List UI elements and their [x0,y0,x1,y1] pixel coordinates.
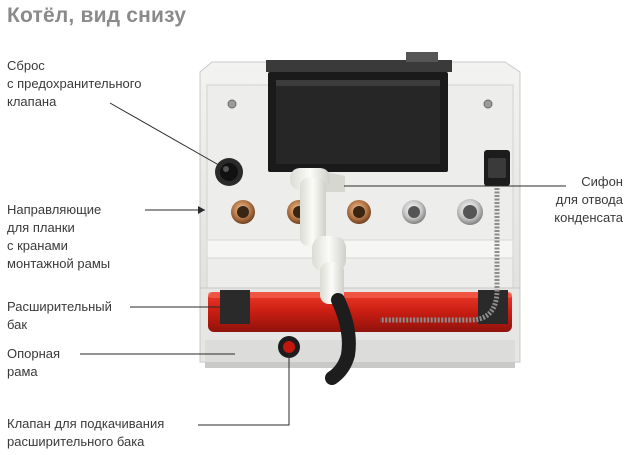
callout-guides-arrow [198,206,205,214]
drain-hose [325,293,356,385]
page-title: Котёл, вид снизу [7,4,187,27]
guide-rail [206,239,514,259]
label-guides: Направляющие для планки с кранами монтаж… [7,202,111,271]
control-panel-display [266,52,452,172]
tank-pump-valve [278,336,300,358]
label-expansion-tank: Расширительный бак [7,299,112,332]
pipe-fittings-row [231,199,483,225]
callout-valve [198,354,290,426]
label-siphon: Сифон для отвода конденсата [554,174,623,225]
callout-lines [80,102,566,426]
siphon-unit [290,168,346,304]
expansion-tank [208,290,512,332]
label-pump-valve: Клапан для подкачивания расширительного … [7,416,165,449]
condensate-socket [484,150,510,186]
callout-reset [109,102,225,169]
flex-hose [380,188,500,323]
reset-valve-knob [215,158,243,186]
label-reset-valve: Сброс с предохранительного клапана [7,58,142,109]
label-support-frame: Опорная рама [7,346,61,379]
